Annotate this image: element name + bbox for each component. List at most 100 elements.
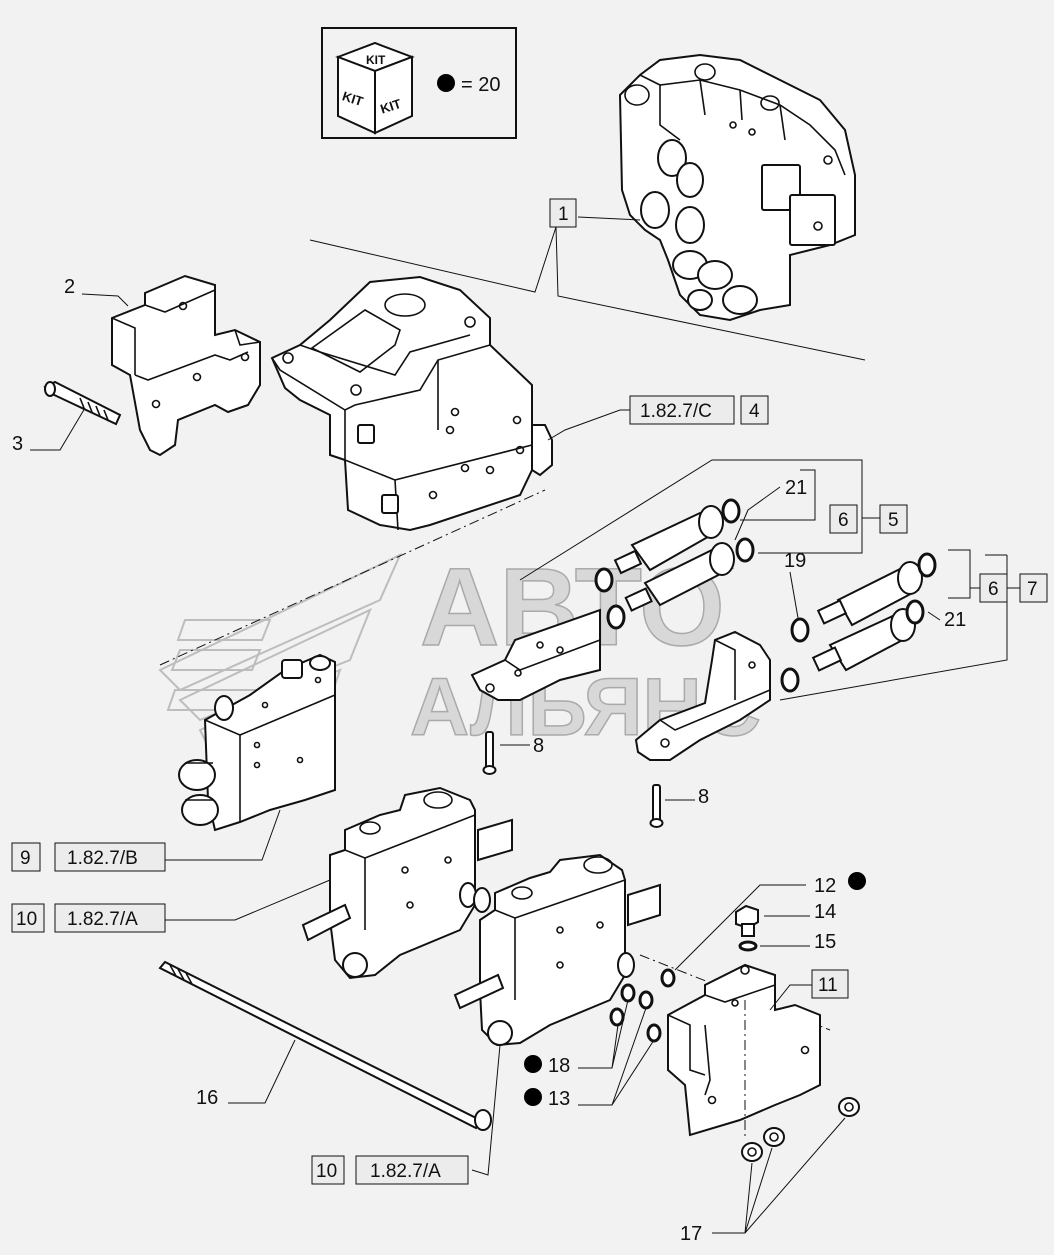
kit-dot-icon	[437, 74, 455, 92]
leader-7-bracket	[779, 555, 1008, 701]
leader-18	[578, 999, 629, 1069]
leader-4	[547, 409, 630, 441]
leader-line-1-b	[555, 226, 866, 361]
kit-legend: KIT KIT KIT = 20	[321, 27, 517, 139]
o-ring	[735, 537, 755, 563]
callout-21-top: 21	[785, 477, 807, 499]
o-ring	[790, 617, 810, 643]
callout-1: 1	[558, 204, 569, 225]
ref-label-4: 1.82.7/C	[640, 401, 712, 422]
seal-ring	[620, 983, 636, 1003]
callout-14: 14	[814, 901, 836, 923]
callout-box-6-top	[829, 504, 858, 534]
kit-cube-right-label: KIT	[378, 96, 403, 117]
leader-6-right-bracket	[948, 549, 971, 599]
cartridge-valve-right-lower	[811, 608, 916, 672]
bolt-short	[649, 784, 664, 828]
callout-11: 11	[818, 975, 838, 996]
ref-box-9	[54, 842, 166, 872]
callout-7: 7	[1027, 579, 1038, 600]
callout-box-4	[740, 395, 769, 425]
bolt-short	[482, 731, 497, 775]
ref-box-4	[629, 395, 735, 425]
leader-17	[712, 1117, 846, 1234]
callout-17: 17	[680, 1223, 702, 1245]
inlet-section	[178, 653, 336, 832]
seal-ring	[609, 1007, 625, 1027]
callout-4: 4	[749, 401, 760, 422]
callout-15: 15	[814, 931, 836, 953]
leader-19	[789, 571, 799, 619]
leader-2	[81, 293, 129, 307]
cartridge-valve-upper	[613, 505, 724, 575]
working-section-b	[453, 853, 661, 1047]
hex-nut	[741, 1142, 763, 1162]
plug-screw	[735, 904, 759, 937]
ref-box-10-lower	[355, 1155, 469, 1185]
leader-10-lower	[471, 1044, 501, 1176]
leader-1	[577, 216, 641, 221]
kit-dot-18	[524, 1055, 542, 1073]
leader-9	[165, 809, 281, 861]
leader-12	[674, 884, 806, 971]
o-ring	[905, 599, 925, 625]
callout-box-10-lower	[311, 1155, 345, 1185]
ref-box-10-upper	[54, 903, 166, 933]
callout-box-1	[549, 198, 577, 228]
kit-dot-12	[848, 872, 866, 890]
leader-5-bracket	[519, 459, 863, 581]
bolt-long	[43, 380, 122, 426]
callout-21-right: 21	[944, 609, 966, 631]
callout-box-5	[879, 504, 908, 534]
callout-3: 3	[12, 433, 23, 455]
o-ring	[594, 567, 614, 593]
callout-12: 12	[814, 875, 836, 897]
cover-plate	[111, 274, 261, 457]
hex-nut	[838, 1097, 860, 1117]
kit-cube-top-label: KIT	[366, 53, 386, 67]
kit-dot-13	[524, 1088, 542, 1106]
working-section-a	[301, 786, 513, 980]
cartridge-valve-right-upper	[816, 561, 923, 627]
hex-nut	[763, 1127, 785, 1147]
leader-13	[578, 1007, 655, 1106]
kit-cube-left-label: KIT	[340, 88, 365, 109]
callout-box-11	[811, 969, 849, 999]
callout-box-10-upper	[11, 903, 45, 933]
cartridge-valve-lower	[624, 542, 735, 612]
control-valve-assembly	[618, 53, 856, 322]
seal-ring	[660, 968, 676, 988]
ref-label-10-lower: 1.82.7/A	[370, 1161, 441, 1182]
seal-ring	[638, 990, 654, 1010]
ref-label-9: 1.82.7/B	[67, 848, 138, 869]
callout-2: 2	[64, 276, 75, 298]
watermark-line1: АВТО	[420, 546, 725, 669]
o-ring	[606, 604, 626, 630]
callout-8-upper: 8	[533, 735, 544, 757]
callout-6-right: 6	[988, 579, 999, 600]
o-ring	[917, 552, 937, 578]
end-section-left	[470, 608, 601, 701]
leader-11	[769, 984, 812, 1011]
callout-13: 13	[548, 1088, 570, 1110]
callout-6-top: 6	[838, 510, 849, 531]
leader-line-1-a	[309, 226, 557, 293]
outlet-cover	[667, 963, 821, 1137]
leader-21-right	[927, 611, 941, 621]
callout-18: 18	[548, 1055, 570, 1077]
callout-5: 5	[888, 510, 899, 531]
callout-box-7	[1019, 573, 1048, 603]
plug-seal-ring	[738, 940, 758, 952]
callout-8-lower: 8	[698, 786, 709, 808]
callout-10-lower: 10	[316, 1161, 337, 1182]
kit-cube-icon: KIT KIT KIT	[335, 41, 415, 135]
ref-label-10-upper: 1.82.7/A	[67, 909, 138, 930]
end-section-right	[634, 630, 771, 761]
valve-body	[270, 275, 553, 532]
leader-16	[228, 1039, 296, 1104]
callout-box-9	[11, 842, 41, 872]
kit-equals-label: = 20	[461, 74, 500, 96]
callout-19: 19	[784, 550, 806, 572]
tie-rod	[158, 960, 492, 1131]
